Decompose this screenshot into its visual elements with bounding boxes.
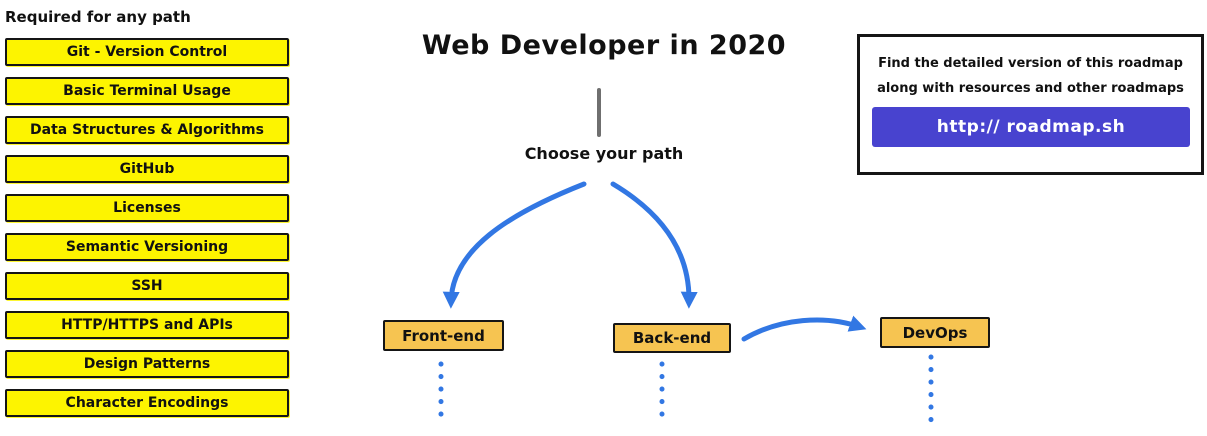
arrow-to-backend <box>610 181 698 309</box>
arrow-backend-to-devops <box>741 315 867 342</box>
topic-box[interactable]: Licenses <box>5 194 289 222</box>
choose-path-label: Choose your path <box>524 144 684 163</box>
title-connector-line <box>597 88 601 137</box>
topic-box[interactable]: Semantic Versioning <box>5 233 289 261</box>
topic-box[interactable]: Data Structures & Algorithms <box>5 116 289 144</box>
roadmap-url-button[interactable]: http:// roadmap.sh <box>872 107 1190 147</box>
topic-box[interactable]: Git - Version Control <box>5 38 289 66</box>
sidebar-header: Required for any path <box>5 8 191 26</box>
node-devops[interactable]: DevOps <box>880 317 990 348</box>
topic-box[interactable]: SSH <box>5 272 289 300</box>
topic-box[interactable]: HTTP/HTTPS and APIs <box>5 311 289 339</box>
info-box: Find the detailed version of this roadma… <box>857 34 1204 175</box>
topic-box[interactable]: Design Patterns <box>5 350 289 378</box>
arrow-to-frontend <box>442 181 587 309</box>
topic-box[interactable]: Character Encodings <box>5 389 289 417</box>
node-frontend[interactable]: Front-end <box>383 320 504 351</box>
page-title: Web Developer in 2020 <box>421 30 787 61</box>
info-line-1: Find the detailed version of this roadma… <box>878 56 1183 71</box>
topic-box[interactable]: Basic Terminal Usage <box>5 77 289 105</box>
topic-box[interactable]: GitHub <box>5 155 289 183</box>
info-line-2: along with resources and other roadmaps <box>877 81 1184 96</box>
node-backend[interactable]: Back-end <box>613 323 731 353</box>
sidebar: Required for any path Git - Version Cont… <box>5 6 289 417</box>
